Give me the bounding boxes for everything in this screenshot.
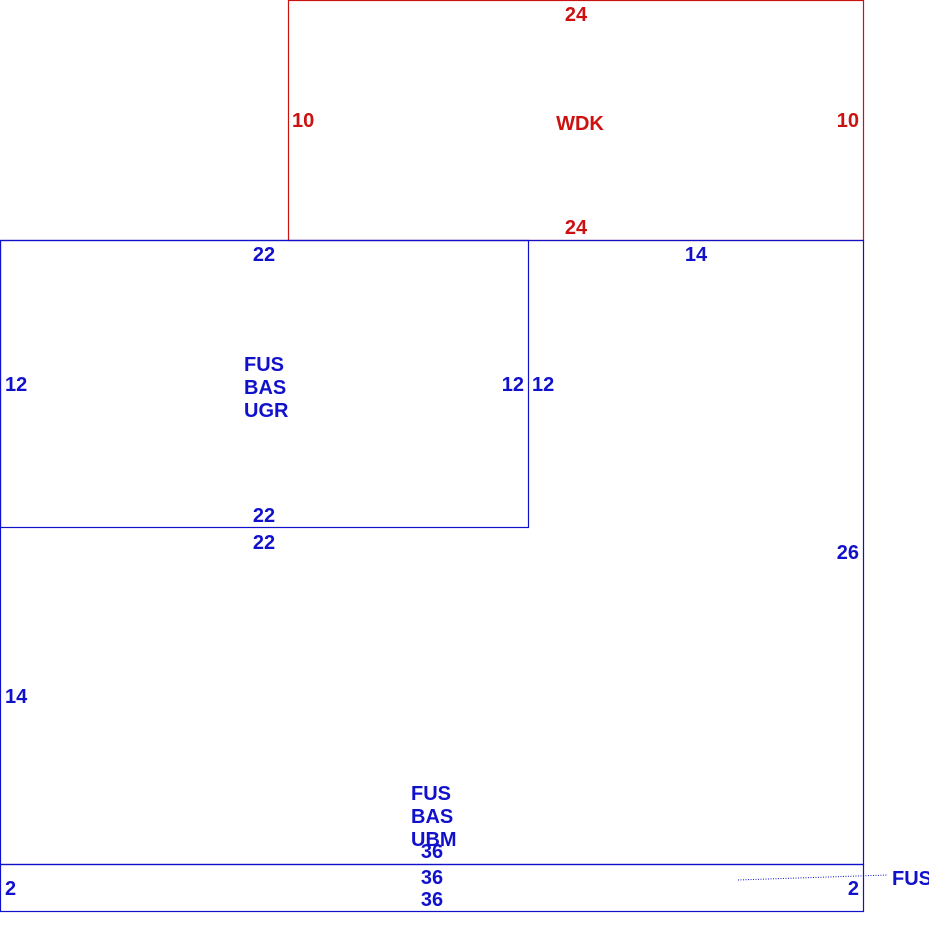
deck-left-dimension: 10 — [292, 110, 314, 132]
upper-code-line-1: FUS — [244, 354, 284, 376]
main-left-dimension: 14 — [5, 686, 28, 708]
upper-code-line-2: BAS — [244, 377, 286, 399]
main-code-line-1: FUS — [411, 783, 451, 805]
building-area: 22 22 12 12 FUS BAS UGR 14 12 26 22 14 F… — [0, 239, 929, 913]
main-inner-top-dimension: 22 — [253, 532, 275, 554]
upper-level-outline — [0, 239, 530, 529]
deck-code-label: WDK — [556, 113, 604, 135]
strip-top-dimension: 36 — [421, 867, 443, 889]
deck-bottom-dimension: 24 — [565, 217, 588, 239]
strip-right-dimension: 2 — [848, 878, 859, 900]
main-top-right-dimension: 14 — [685, 244, 708, 266]
upper-top-dimension: 22 — [253, 244, 275, 266]
main-code-line-3: UBM — [411, 829, 457, 851]
strip-callout-label: FUS — [892, 868, 929, 890]
deck-area: 24 24 10 10 WDK — [287, 0, 865, 242]
upper-left-dimension: 12 — [5, 374, 27, 396]
deck-right-dimension: 10 — [837, 110, 859, 132]
upper-right-dimension: 12 — [502, 374, 524, 396]
callout-leader-line — [737, 874, 889, 881]
deck-top-dimension: 24 — [565, 4, 588, 26]
main-level-outline — [0, 239, 865, 866]
main-code-line-2: BAS — [411, 806, 453, 828]
main-right-dimension: 26 — [837, 542, 859, 564]
strip-left-dimension: 2 — [5, 878, 16, 900]
main-inner-right-dimension: 12 — [532, 374, 554, 396]
strip-bottom-dimension: 36 — [421, 889, 443, 911]
strip-outline — [0, 863, 865, 913]
main-bottom-dimension: 36 — [421, 841, 443, 863]
upper-bottom-dimension: 22 — [253, 505, 275, 527]
upper-code-line-3: UGR — [244, 400, 289, 422]
